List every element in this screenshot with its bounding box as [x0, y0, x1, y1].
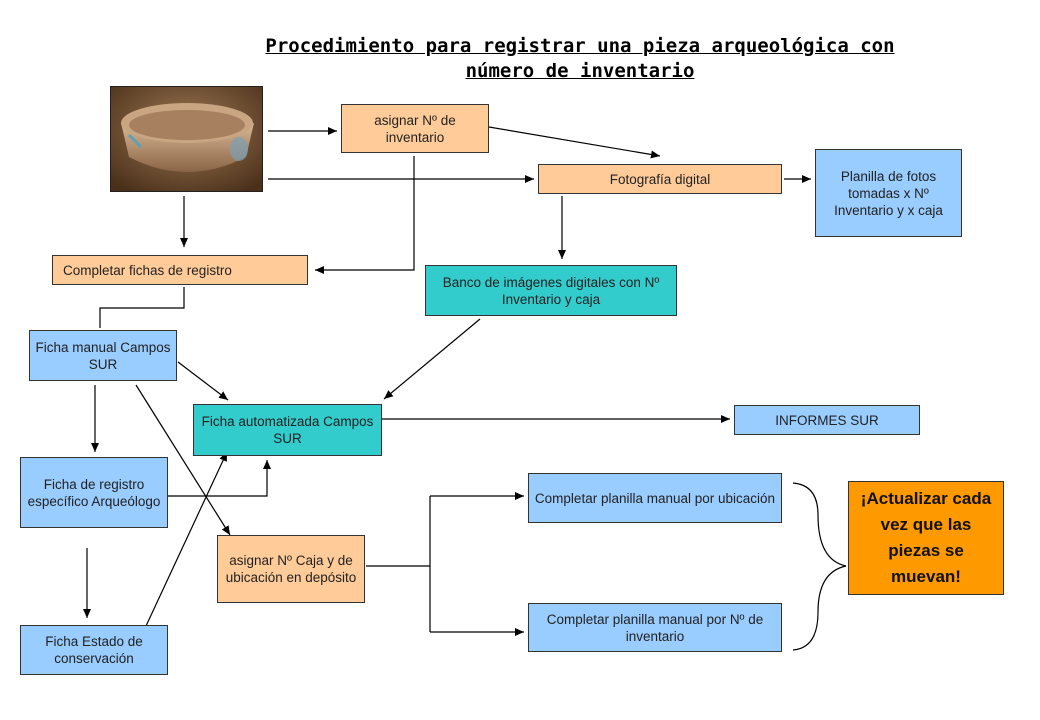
automated-form-box: Ficha automatizada Campos SUR [193, 404, 382, 456]
digital-image-bank-box: Banco de imágenes digitales con Nº Inven… [425, 265, 677, 316]
bowl-image-icon [111, 87, 262, 191]
location-sheet-box: Completar planilla manual por ubicación [528, 473, 782, 523]
diagram-title: Procedimiento para registrar una pieza a… [230, 34, 930, 84]
conservation-state-form-box: Ficha Estado de conservación [20, 625, 168, 675]
manual-form-box: Ficha manual Campos SUR [29, 330, 177, 381]
digital-photography-box: Fotografía digital [538, 164, 782, 194]
inventory-sheet-box: Completar planilla manual por Nº de inve… [528, 603, 782, 652]
ceramic-bowl-photo [110, 86, 263, 192]
specific-archaeologist-form-box: Ficha de registro específico Arqueólogo [20, 457, 168, 528]
update-reminder-box: ¡Actualizar cada vez que las piezas se m… [848, 481, 1004, 595]
reports-box: INFORMES SUR [734, 405, 920, 435]
photo-sheet-box: Planilla de fotos tomadas x Nº Inventari… [815, 149, 962, 237]
title-line-1: Procedimiento para registrar una pieza a… [265, 35, 895, 57]
assign-inventory-number-box: asignar Nº de inventario [341, 104, 489, 153]
assign-box-location-box: asignar Nº Caja y de ubicación en depósi… [217, 535, 365, 603]
title-line-2: número de inventario [465, 60, 695, 82]
complete-registry-forms-box: Completar fichas de registro [52, 255, 308, 285]
